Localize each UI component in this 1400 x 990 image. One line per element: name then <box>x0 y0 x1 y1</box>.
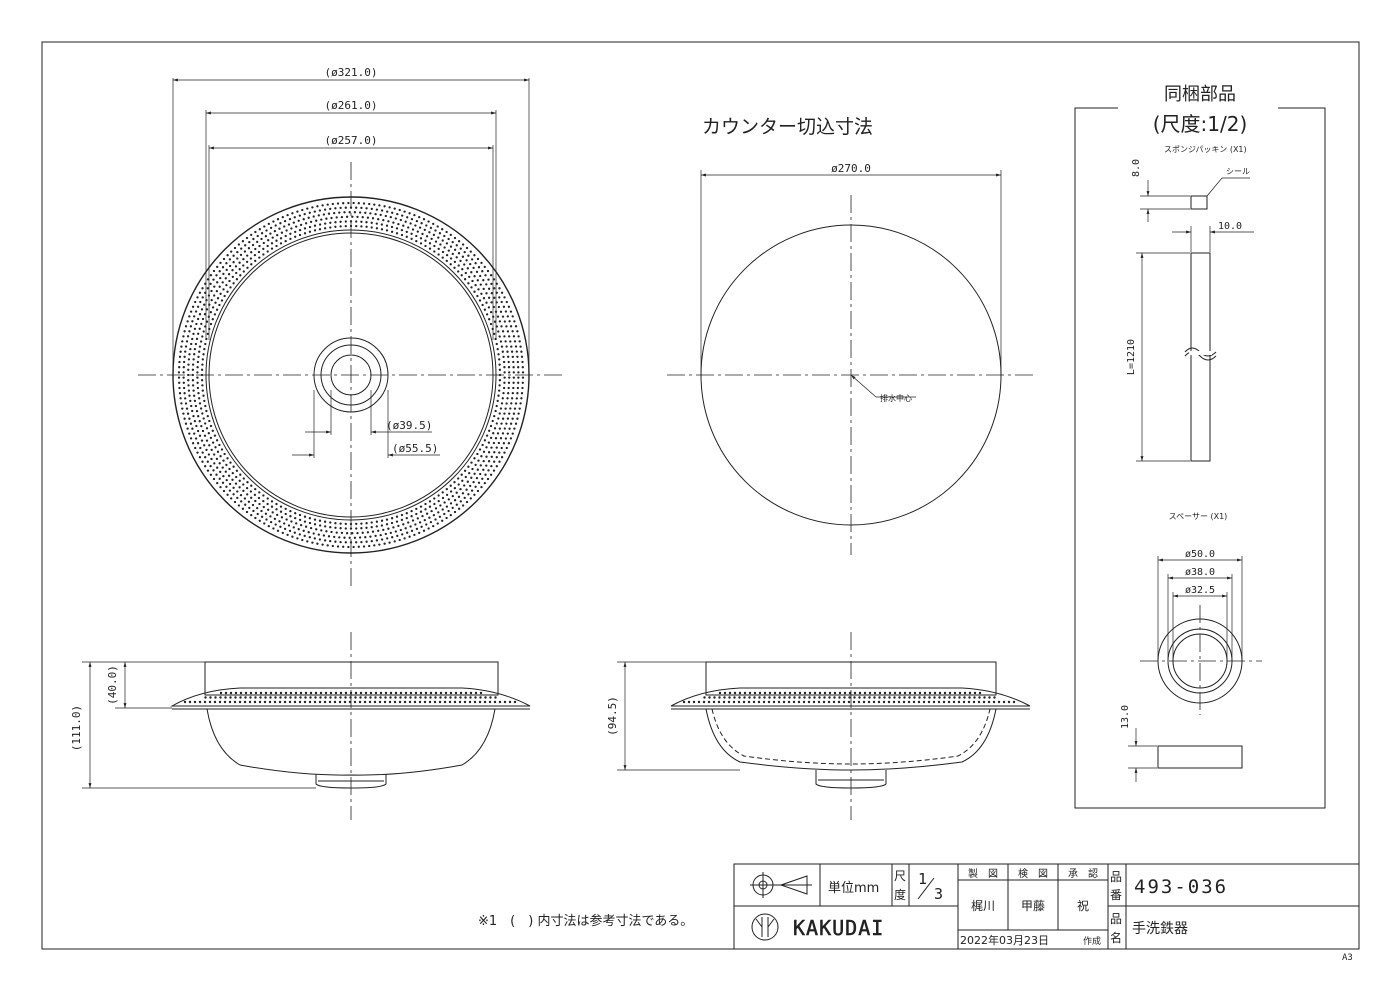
top-view: (ø321.0) (ø261.0) (ø257.0) (ø39.5) (ø55.… <box>138 66 565 588</box>
sponge-label: スポンジパッキン (X1) <box>1164 145 1247 154</box>
logo-text: KAKUDAI <box>793 916 884 940</box>
cutout-view: カウンター切込寸法 ø270.0 排水中心 <box>667 116 1035 555</box>
basin-bowl-profile <box>206 708 496 776</box>
spacer-height: 13.0 <box>1120 705 1131 729</box>
title-block: 単位mm 尺 度 1 3 製 図 検 図 承 認 梶川 甲藤 祝 品 番 493… <box>733 863 1360 950</box>
dim-drain-inner: (ø39.5) <box>386 419 432 432</box>
parts-title: 同梱部品 <box>1164 84 1236 105</box>
spacer-d1: ø50.0 <box>1185 549 1215 560</box>
scale-numerator: 1 <box>918 870 927 888</box>
spacer-section <box>1157 745 1243 769</box>
drain-base <box>315 774 387 789</box>
sponge-section <box>1190 195 1208 210</box>
sheet-size: A3 <box>1342 953 1353 963</box>
kakudai-logo: KAKUDAI <box>751 913 884 941</box>
basin-upper-wall <box>204 661 499 696</box>
col-checked: 検 図 <box>1018 867 1048 880</box>
part-no-label-1: 品 <box>1110 870 1122 884</box>
seal-label: シール <box>1226 167 1250 176</box>
dim-rim-diameter: (ø261.0) <box>325 99 378 112</box>
date-suffix: 作成 <box>1083 935 1101 947</box>
part-name: 手洗鉄器 <box>1132 921 1188 937</box>
part-number: 493-036 <box>1134 876 1228 898</box>
approved-by: 祝 <box>1077 899 1089 913</box>
checked-by: 甲藤 <box>1021 899 1045 913</box>
dim-height-total: (111.0) <box>70 705 83 751</box>
dim-outer-diameter: (ø321.0) <box>325 66 378 79</box>
included-parts-box: 同梱部品 (尺度:1/2) スポンジパッキン (X1) 8.0 シール 10.0… <box>1074 84 1326 809</box>
part-name-label-2: 名 <box>1110 930 1122 945</box>
basin-upper-wall-right <box>705 661 997 696</box>
sponge-width: 10.0 <box>1218 221 1242 232</box>
basin-rim-profile-right <box>670 687 1031 707</box>
cutout-title: カウンター切込寸法 <box>702 116 873 138</box>
basin-rim-profile <box>170 687 531 707</box>
drain-center-label: 排水中心 <box>880 393 912 403</box>
spacer-d3: ø32.5 <box>1185 585 1215 596</box>
dim-height-top: (40.0) <box>106 665 119 705</box>
dim-cutout-height: (94.5) <box>606 696 619 736</box>
scale-label-1: 尺 <box>894 869 906 883</box>
reference-dimension-note: ※1 ( ) 内寸法は参考寸法である。 <box>478 913 693 929</box>
col-approved: 承 認 <box>1068 867 1098 880</box>
scale-label-2: 度 <box>894 887 906 902</box>
projection-symbol-icon <box>750 872 812 898</box>
scale-denominator: 3 <box>934 885 943 903</box>
sponge-length: L=1210 <box>1126 339 1137 375</box>
drawn-by: 梶川 <box>971 899 995 913</box>
dim-bowl-diameter: (ø257.0) <box>325 134 378 147</box>
sponge-thickness: 8.0 <box>1131 159 1142 177</box>
rim-perforation-row <box>183 691 517 704</box>
col-drawn: 製 図 <box>968 867 998 880</box>
drain-base-right <box>815 770 887 789</box>
unit-label: 単位mm <box>828 880 879 896</box>
side-view-left: (111.0) (40.0) <box>70 632 531 820</box>
creation-date: 2022年03月23日 <box>960 933 1049 947</box>
sheet-border <box>41 41 1360 950</box>
part-name-label-1: 品 <box>1110 912 1122 926</box>
dim-drain-outer: (ø55.5) <box>392 442 438 455</box>
part-no-label-2: 番 <box>1110 888 1122 902</box>
spacer-label: スペーサー (X1) <box>1169 512 1228 521</box>
dim-cutout-diameter: ø270.0 <box>831 162 871 175</box>
rim-perforation-row-right <box>682 691 1016 704</box>
spacer-d2: ø38.0 <box>1185 567 1215 578</box>
side-view-right: (94.5) <box>606 632 1031 820</box>
perforated-rim-pattern <box>177 201 525 549</box>
parts-scale: (尺度:1/2) <box>1153 112 1248 136</box>
basin-bowl-profile-right <box>705 708 997 771</box>
sponge-strip <box>1190 252 1211 462</box>
